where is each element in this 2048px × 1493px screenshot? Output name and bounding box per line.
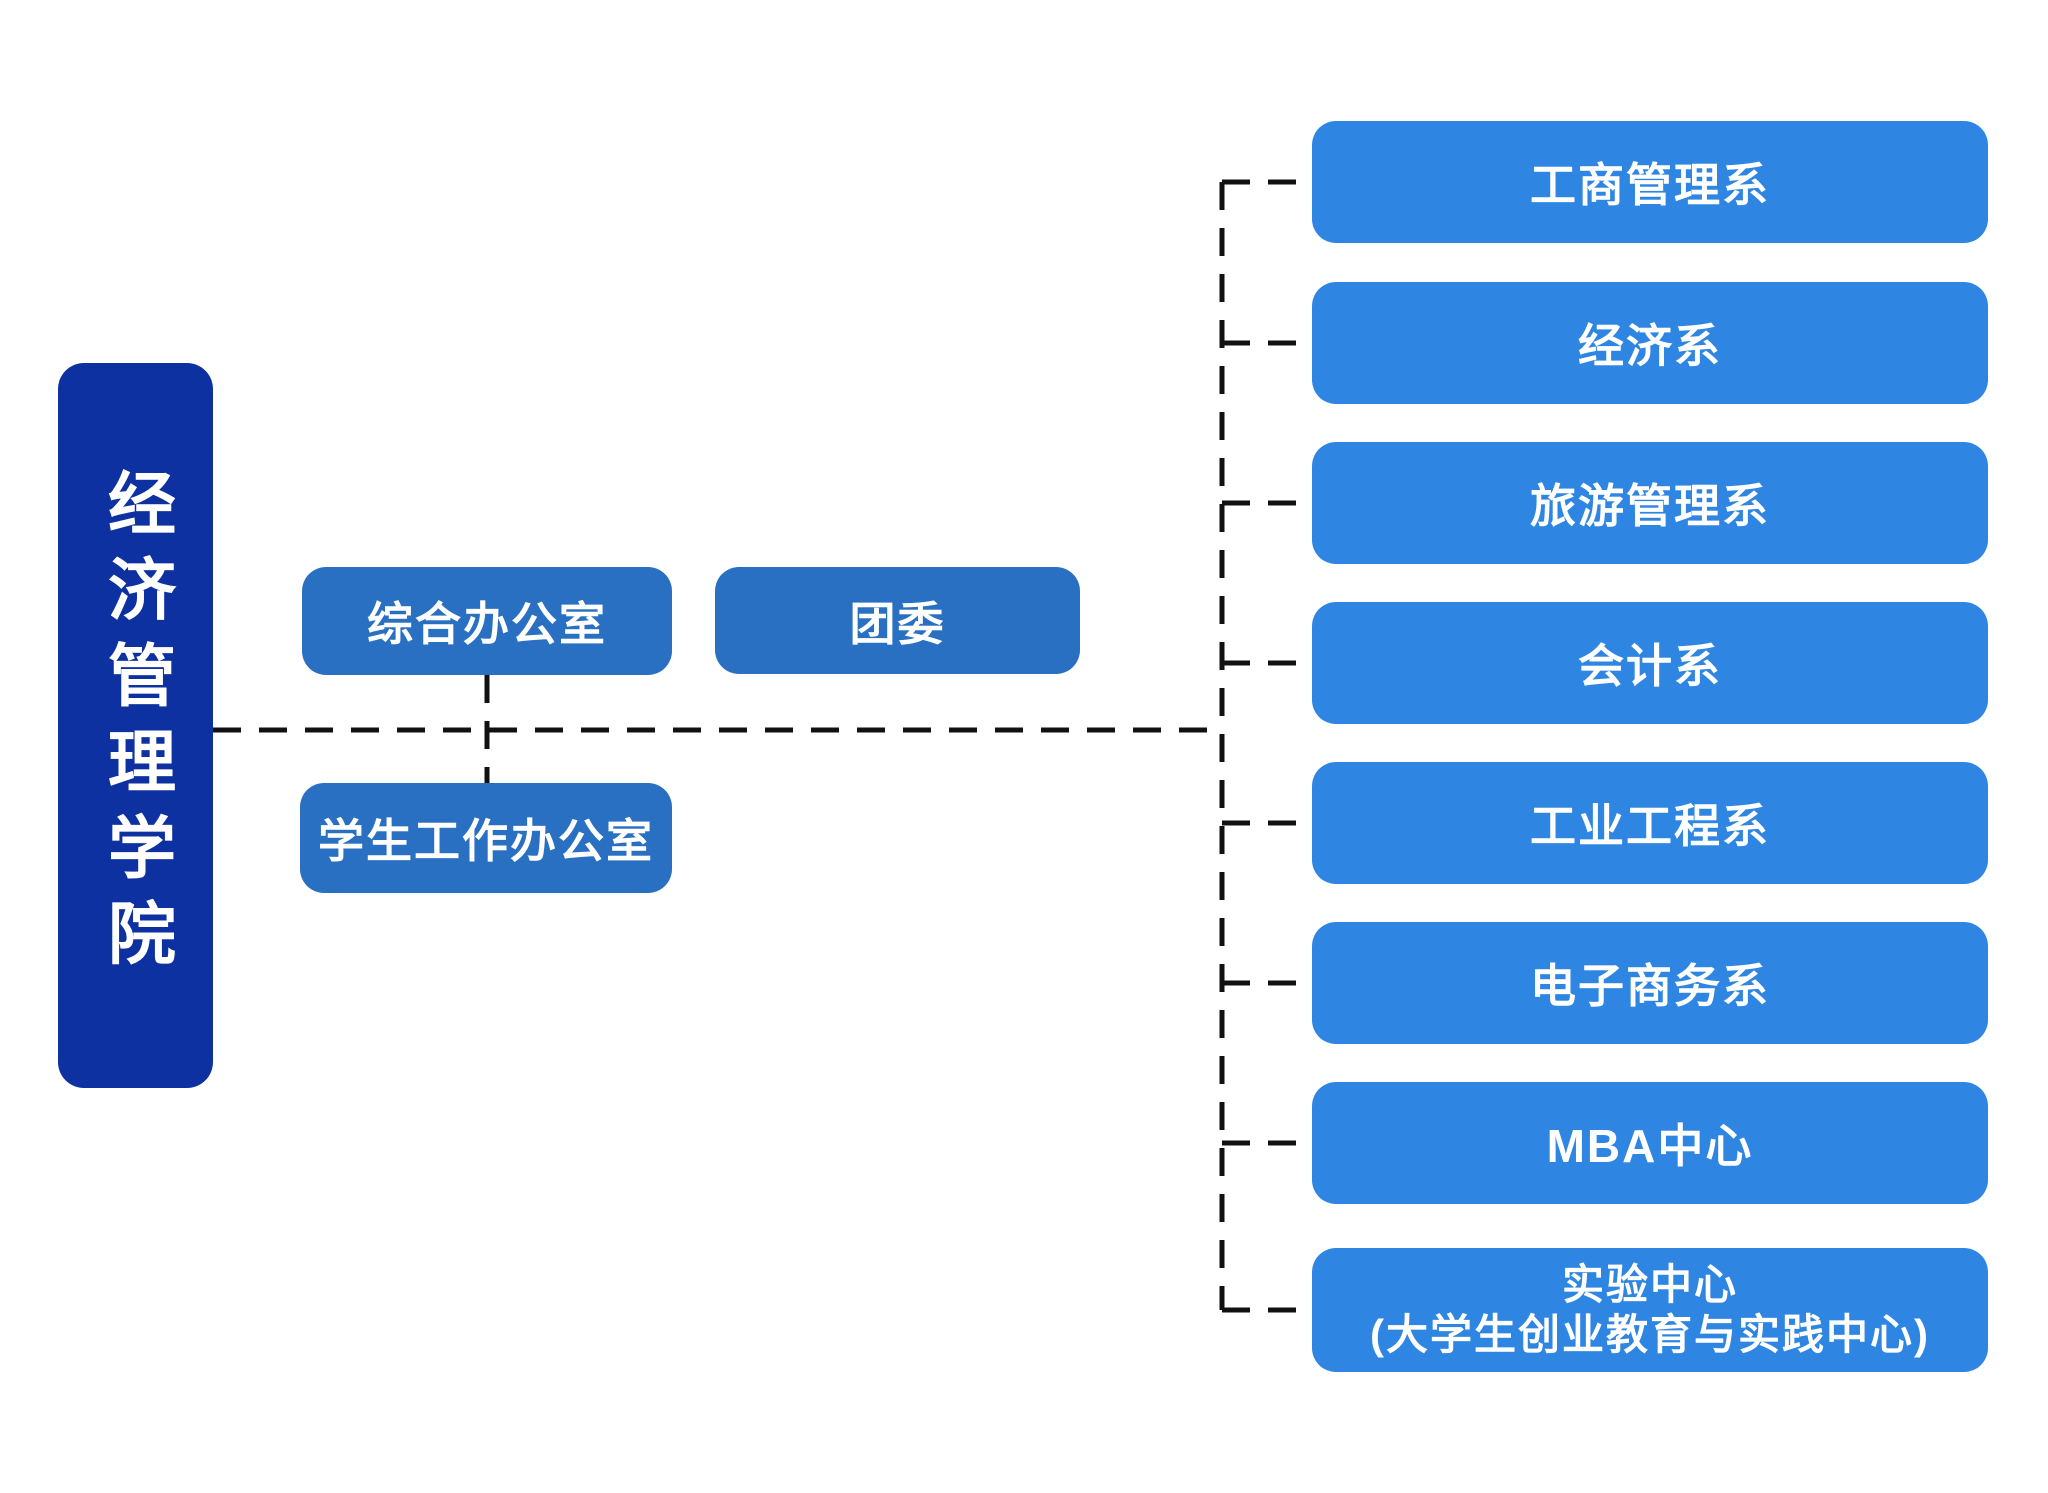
dept-label: MBA中心 xyxy=(1546,1120,1754,1172)
student-affairs-office-label: 学生工作办公室 xyxy=(318,815,654,867)
dept-label: 经济系 xyxy=(1578,320,1722,372)
node-dept-tourism-management: 旅游管理系 xyxy=(1312,442,1988,564)
dept-label: 工业工程系 xyxy=(1530,800,1770,852)
node-college-root: 经济管理学院 xyxy=(58,363,213,1088)
node-dept-economics: 经济系 xyxy=(1312,282,1988,404)
dept-label: 电子商务系 xyxy=(1530,960,1770,1012)
node-general-office: 综合办公室 xyxy=(302,567,672,675)
dept-label: 实验中心 xyxy=(1561,1261,1738,1309)
dept-label: 工商管理系 xyxy=(1530,159,1770,211)
college-root-label: 经济管理学院 xyxy=(97,467,174,984)
youth-league-committee-label: 团委 xyxy=(849,597,946,650)
node-youth-league-committee: 团委 xyxy=(715,567,1080,674)
node-dept-business-administration: 工商管理系 xyxy=(1312,121,1988,243)
node-dept-accounting: 会计系 xyxy=(1312,602,1988,724)
node-dept-ecommerce: 电子商务系 xyxy=(1312,922,1988,1044)
dept-label: 会计系 xyxy=(1578,640,1722,692)
dept-label: 旅游管理系 xyxy=(1530,480,1770,532)
node-mba-center: MBA中心 xyxy=(1312,1082,1988,1204)
node-experiment-center: 实验中心 (大学生创业教育与实践中心) xyxy=(1312,1248,1988,1372)
dept-sublabel: (大学生创业教育与实践中心) xyxy=(1370,1311,1930,1358)
node-student-affairs-office: 学生工作办公室 xyxy=(300,783,672,893)
node-dept-industrial-engineering: 工业工程系 xyxy=(1312,762,1988,884)
general-office-label: 综合办公室 xyxy=(367,598,607,650)
